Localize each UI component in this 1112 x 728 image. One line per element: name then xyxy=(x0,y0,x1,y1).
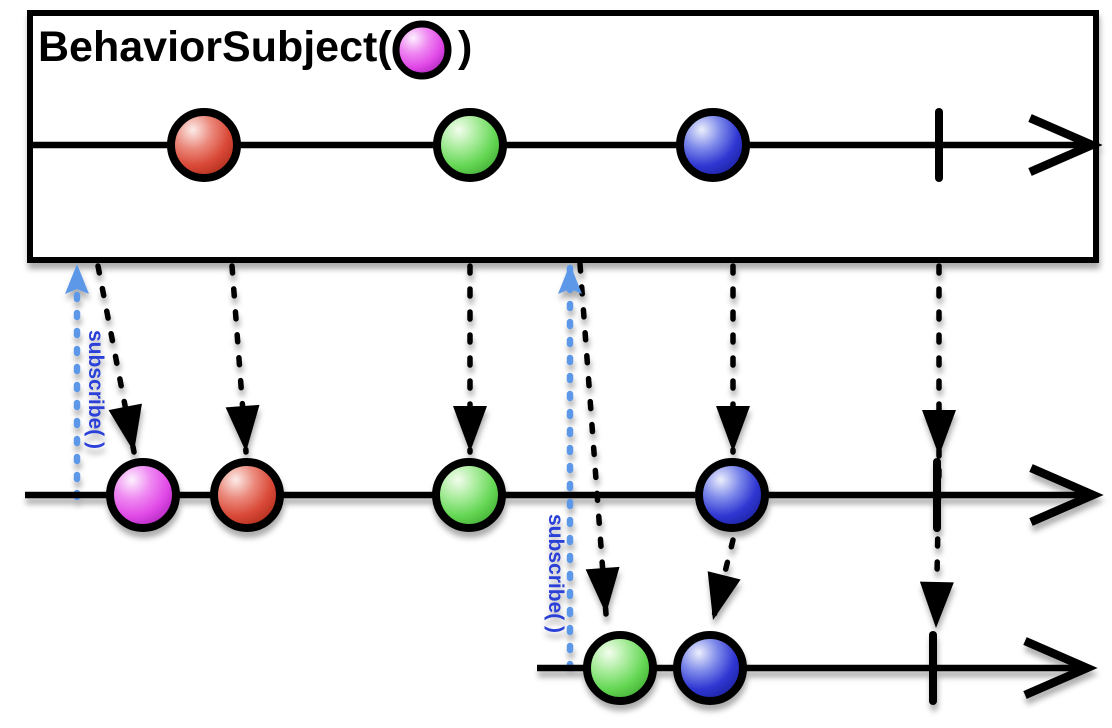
source-timeline-arrowhead xyxy=(1028,114,1103,176)
source-marble-blue xyxy=(676,108,750,182)
subscriber-1-timeline-arrowhead xyxy=(1029,464,1104,526)
subscriber-1-marble-magenta xyxy=(106,458,180,532)
diagram-title-suffix: ) xyxy=(458,23,472,71)
event-connector-arrow xyxy=(225,263,260,455)
diagram-title-prefix: BehaviorSubject( xyxy=(38,23,392,71)
subscribe-label: subscribe( ) xyxy=(544,514,567,633)
subscribe-label: subscribe( ) xyxy=(84,330,107,449)
subscriber-1-marble-green xyxy=(432,458,506,532)
event-connector-arrow xyxy=(707,537,741,623)
event-connector-arrow xyxy=(577,261,620,617)
subscriber-1-marble-blue xyxy=(695,458,769,532)
subscriber-2-timeline-arrowhead xyxy=(1023,637,1098,699)
subscriber-1-marble-red xyxy=(210,458,284,532)
title-argument-marble xyxy=(392,20,452,80)
source-marble-green xyxy=(433,108,507,182)
event-connector-arrow xyxy=(95,263,142,455)
subscriber-2-marble-blue xyxy=(673,631,747,705)
diagram-root: subscribe( ) subscribe( ) BehaviorSubject(… xyxy=(25,10,1104,705)
source-marble-red xyxy=(167,108,241,182)
subscriber-2-marble-green xyxy=(583,631,657,705)
